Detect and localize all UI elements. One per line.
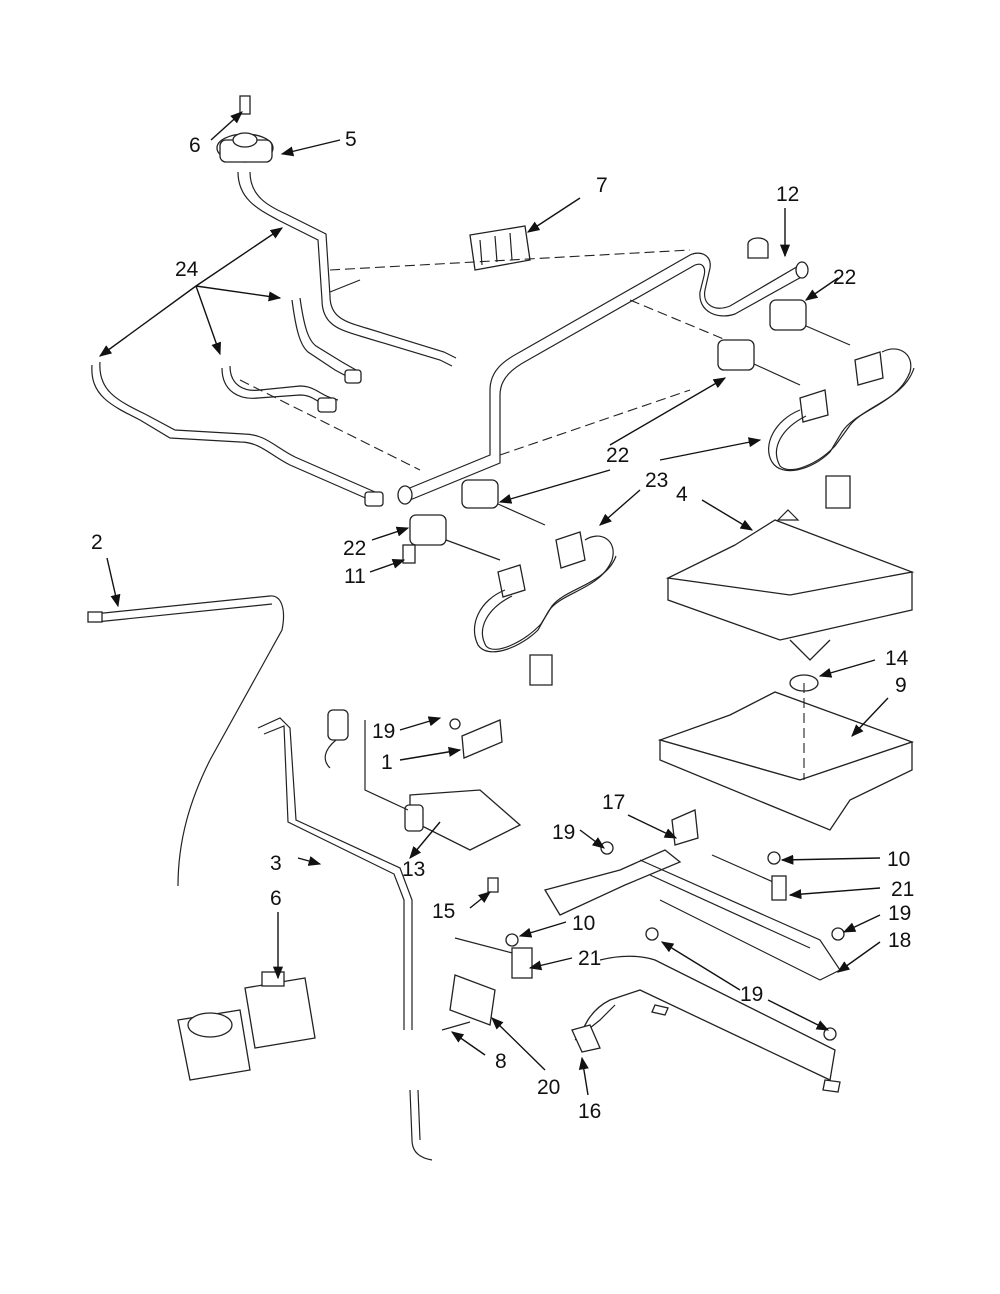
callout-19-bracket: 19 [372,720,395,743]
callout-1: 1 [381,751,393,774]
callout-22-top-right: 22 [833,266,856,289]
burner-valves [402,299,851,564]
callout-13: 13 [402,858,425,881]
valve-bracket-7 [469,225,531,271]
callout-19-center: 19 [552,821,575,844]
callout-21-center: 21 [578,947,601,970]
callout-5: 5 [345,128,357,151]
callout-21-right: 21 [891,878,914,901]
supply-tube [257,717,433,1161]
flexible-gas-tube [87,595,285,887]
callout-2: 2 [91,531,103,554]
callout-6-top: 6 [189,134,201,157]
burner-tubes [473,348,915,686]
callout-20: 20 [537,1076,560,1099]
callout-10-right: 10 [887,848,910,871]
pressure-regulator-top [216,95,457,367]
elbow-fitting [324,709,522,851]
leader-lines [98,111,889,1096]
pressure-regulator-bottom [177,971,316,1081]
small-parts [441,809,845,1093]
burner-feed-tubes [91,297,384,507]
callout-7: 7 [596,174,608,197]
callout-3: 3 [270,852,282,875]
callout-12: 12 [776,183,799,206]
callout-22-middle: 22 [606,444,629,467]
callout-19-right: 19 [888,902,911,925]
oven-burner-assembly [543,849,841,1081]
callout-17: 17 [602,791,625,814]
callout-18: 18 [888,929,911,952]
callout-4: 4 [676,483,688,506]
callout-14: 14 [885,647,909,670]
gas-manifold [239,237,809,505]
callout-15: 15 [432,900,455,923]
callout-22-left: 22 [343,537,366,560]
callout-labels: 6 5 7 12 22 24 22 23 4 2 22 11 14 9 19 1… [91,128,914,1123]
callout-16: 16 [578,1100,601,1123]
callout-11: 11 [344,565,366,588]
callout-10-center: 10 [572,912,595,935]
mounting-bracket [449,718,503,759]
callout-24: 24 [175,258,199,281]
callout-9: 9 [895,674,907,697]
callout-6-bottom: 6 [270,887,282,910]
callout-19-lower: 19 [740,983,763,1006]
callout-23: 23 [645,469,668,492]
callout-8: 8 [495,1050,507,1073]
burner-heat-shield [657,509,915,831]
